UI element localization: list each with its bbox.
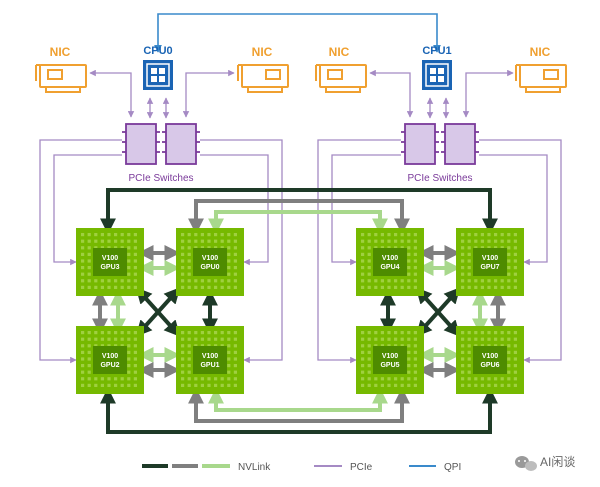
nic-label: NIC	[530, 45, 551, 59]
legend-qpi: QPI	[409, 462, 461, 473]
gpu-name-label: GPU1	[200, 362, 219, 369]
gpu-pin-grid	[181, 331, 237, 387]
nic-label: NIC	[50, 45, 71, 59]
gpu-pin-grid	[81, 331, 137, 387]
gpu-model-label: V100	[482, 353, 498, 360]
nvlink-local	[92, 245, 506, 378]
gpu-name-label: GPU2	[100, 362, 119, 369]
gpu-layer: V100GPU3V100GPU0V100GPU2V100GPU1V100GPU4…	[76, 228, 524, 394]
cpu-label: CPU1	[422, 45, 451, 57]
gpu-model-label: V100	[482, 255, 498, 262]
watermark: AI闲谈	[515, 455, 575, 471]
cpu-0: CPU0	[143, 45, 173, 90]
gpu-name-label: GPU7	[480, 264, 499, 271]
chat-bubble-icon	[515, 456, 537, 471]
nic-icon	[315, 64, 367, 93]
gpu-model-label: V100	[382, 255, 398, 262]
gpu-model-label: V100	[202, 255, 218, 262]
cpu-1: CPU1	[422, 45, 452, 90]
nic-icon	[237, 64, 289, 93]
nic-label: NIC	[329, 45, 350, 59]
pcie-switch-icon	[122, 123, 160, 165]
gpu-name-label: GPU0	[200, 264, 219, 271]
cpu-label: CPU0	[143, 45, 172, 57]
cpu-icon	[143, 60, 173, 90]
pcie-switches-label: PCIe Switches	[128, 173, 193, 184]
gpu-model-label: V100	[102, 353, 118, 360]
pcie-switch-icon	[401, 123, 439, 165]
nic-icon	[35, 64, 87, 93]
watermark-text: AI闲谈	[540, 455, 575, 469]
pcie-switch-group-left: PCIe Switches	[122, 123, 200, 184]
qpi-link	[154, 13, 441, 53]
pcie-switches-label: PCIe Switches	[407, 173, 472, 184]
nic-label: NIC	[252, 45, 273, 59]
nic-0: NIC	[35, 45, 87, 93]
cpu-icon	[422, 60, 452, 90]
gpu-name-label: GPU5	[380, 362, 399, 369]
legend-pcie: PCIe	[314, 462, 373, 473]
nvlink-loops	[100, 188, 498, 434]
gpu-model-label: V100	[102, 255, 118, 262]
nic-1: NIC	[237, 45, 289, 93]
gpu-model-label: V100	[202, 353, 218, 360]
legend-nvlink-label: NVLink	[238, 462, 271, 473]
legend-qpi-label: QPI	[444, 462, 461, 473]
gpu-name-label: GPU4	[380, 264, 399, 271]
pcie-switch-icon	[441, 123, 479, 165]
legend-nvlink: NVLink	[142, 462, 271, 473]
nic-3: NIC	[515, 45, 567, 93]
nic-2: NIC	[315, 45, 367, 93]
nic-icon	[515, 64, 567, 93]
gpu-name-label: GPU6	[480, 362, 499, 369]
legend-pcie-label: PCIe	[350, 462, 373, 473]
pcie-switch-icon	[162, 123, 200, 165]
pcie-switch-group-right: PCIe Switches	[401, 123, 479, 184]
pcie-links	[39, 69, 562, 364]
legend: NVLink PCIe QPI	[142, 462, 461, 473]
gpu-model-label: V100	[382, 353, 398, 360]
gpu-name-label: GPU3	[100, 264, 119, 271]
